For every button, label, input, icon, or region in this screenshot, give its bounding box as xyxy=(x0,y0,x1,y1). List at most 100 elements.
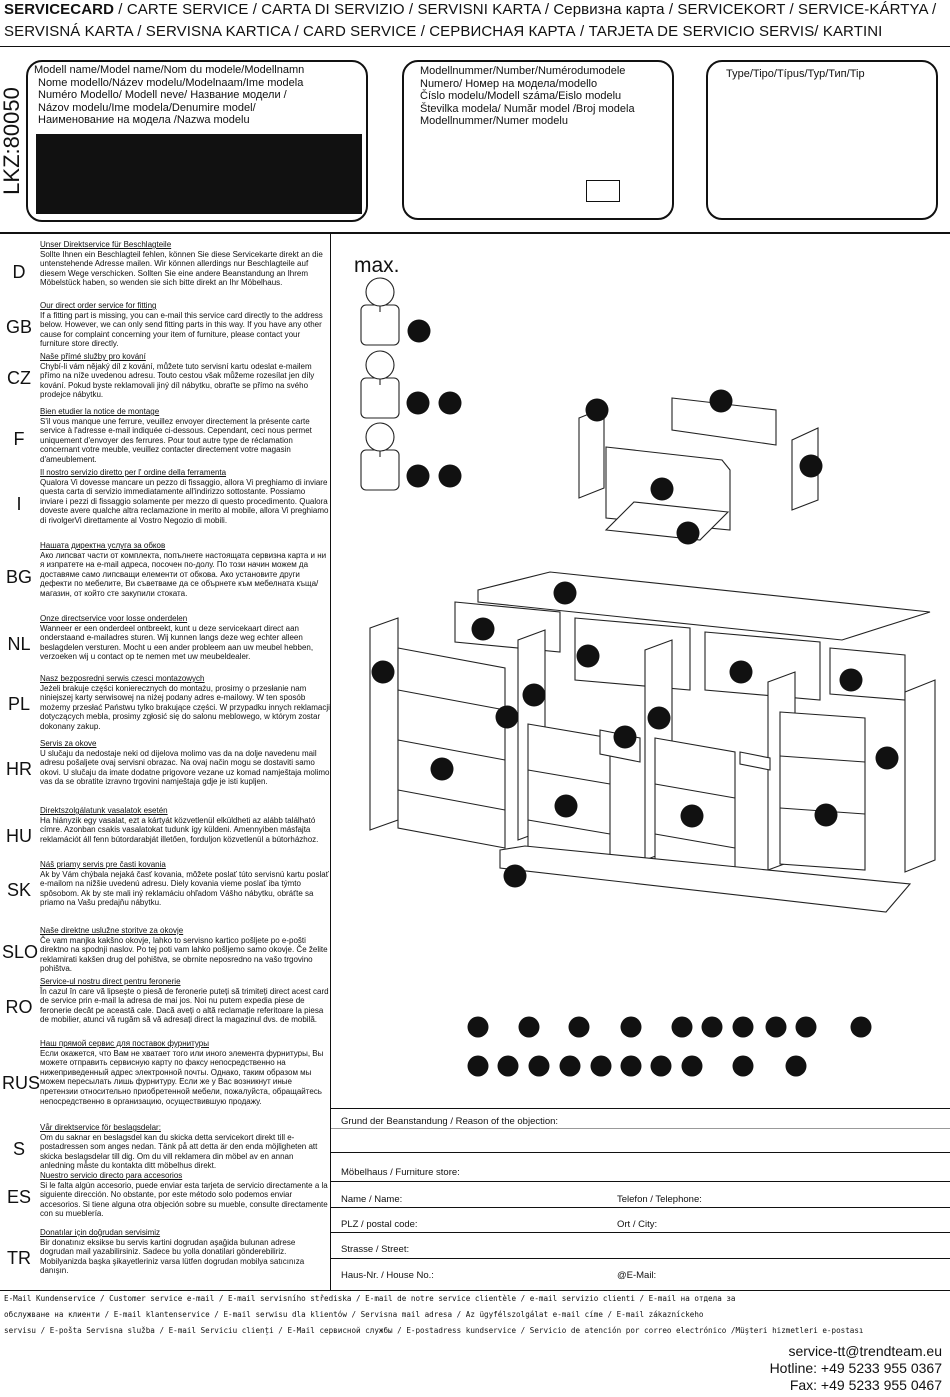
part-number-marker xyxy=(814,803,838,827)
model-name-box[interactable]: Modell name/Model name/Nom du modele/Mod… xyxy=(26,60,368,222)
email-label: @E-Mail: xyxy=(617,1270,657,1281)
type-label: Type/Tipo/Típus/Typ/Тип/Tip xyxy=(726,68,865,80)
service-text-block: Onze directservice voor losse onderdelen… xyxy=(40,614,330,662)
service-title: Náš priamy servis pre časti kovania xyxy=(40,860,166,869)
model-name-label-line: Numéro Modello/ Modell neve/ Название мо… xyxy=(38,89,287,101)
header-line-1: SERVICECARD / CARTE SERVICE / CARTA DI S… xyxy=(4,1,936,18)
hardware-count-marker xyxy=(795,1016,817,1038)
hardware-count-marker xyxy=(568,1016,590,1038)
service-title: Service-ul nostru direct pentru feroneri… xyxy=(40,977,181,986)
service-body: Chybí-li vám nějaký díl z kování, můžete… xyxy=(40,361,315,400)
service-title: Naše direktne uslužne storitve za okovje xyxy=(40,926,184,935)
part-number-marker xyxy=(647,706,671,730)
contact-fax: Fax: +49 5233 955 0467 xyxy=(789,1377,942,1393)
part-number-marker xyxy=(613,725,637,749)
hardware-count-marker xyxy=(732,1016,754,1038)
model-name-label-line: Nome modello/Název modelu/Modelnaam/Ime … xyxy=(38,76,304,89)
service-title: Onze directservice voor losse onderdelen xyxy=(40,614,188,623)
part-number-marker xyxy=(799,454,823,478)
service-text-block: Il nostro servizio diretto per l' ordine… xyxy=(40,468,330,526)
hardware-count-marker xyxy=(681,1055,703,1077)
hardware-count-marker xyxy=(671,1016,693,1038)
service-body: Si le falta algún accesorio, puede envia… xyxy=(40,1180,328,1219)
service-body: Qualora Vi dovesse mancare un pezzo di f… xyxy=(40,477,329,525)
form-bottom-rule xyxy=(0,1290,950,1291)
part-number-marker xyxy=(676,521,700,545)
hardware-part-3 xyxy=(360,422,400,491)
service-body: Wanneer er een onderdeel ontbreekt, kunt… xyxy=(40,623,314,662)
model-name-label-line: Наименование на модела /Nazwa modelu xyxy=(38,114,250,126)
service-code-f: F xyxy=(13,429,25,449)
part-number-marker xyxy=(585,398,609,422)
footer-line: servisu / E-pošta Servisna služba / E-ma… xyxy=(4,1326,864,1335)
part-number-marker xyxy=(471,617,495,641)
reason-label: Grund der Beanstandung / Reason of the o… xyxy=(341,1116,559,1127)
part-number-marker xyxy=(430,757,454,781)
model-number-label-line: Číslo modelu/Modell száma/Eislo modelu xyxy=(420,90,622,102)
hardware-count-marker xyxy=(701,1016,723,1038)
model-number-label-line: Številka modela/ Număr model /Broj model… xyxy=(420,102,635,115)
service-text-block: Наш прямой сервис для поставок фурнитуры… xyxy=(40,1039,330,1106)
hausnr-label: Haus-Nr. / House No.: xyxy=(341,1270,434,1281)
service-body: Jeżeli brakuje części konierecznych do m… xyxy=(40,683,330,731)
service-code-i: I xyxy=(16,494,22,514)
model-number-box[interactable]: Modellnummer/Number/Numérodumodele Numer… xyxy=(402,60,674,220)
form-rule xyxy=(331,1181,950,1182)
hardware-count-marker xyxy=(650,1055,672,1077)
service-body: Ако липсват части от комплекта, попълнет… xyxy=(40,550,327,598)
service-code-pl: PL xyxy=(7,694,31,714)
max-label: max. xyxy=(354,254,400,277)
model-number-labels: Modellnummer/Number/Numérodumodele Numer… xyxy=(420,65,670,128)
service-code-slo: SLO xyxy=(2,942,39,962)
hardware-count-marker xyxy=(467,1055,489,1077)
part-number-marker xyxy=(650,477,674,501)
hardware-count-marker xyxy=(497,1055,519,1077)
hardware-count-marker xyxy=(732,1055,754,1077)
part-number-marker xyxy=(438,464,462,488)
model-name-label-line: Názov modelu/Ime modela/Denumire model/ xyxy=(38,101,256,114)
service-code-hr: HR xyxy=(6,759,32,779)
assembly-diagram xyxy=(360,277,936,1077)
form-rule xyxy=(331,1258,950,1259)
service-code-ro: RO xyxy=(5,997,33,1017)
objection-form: Grund der Beanstandung / Reason of the o… xyxy=(331,1108,950,1290)
hardware-count-marker xyxy=(620,1016,642,1038)
part-number-marker xyxy=(503,864,527,888)
form-rule xyxy=(331,1152,950,1153)
part-number-marker xyxy=(875,746,899,770)
part-number-marker xyxy=(406,391,430,415)
header-title-bold: SERVICECARD xyxy=(4,1,115,18)
service-body: Если окажется, что Вам не хватает того и… xyxy=(40,1048,324,1106)
service-code-s: S xyxy=(12,1139,25,1159)
part-number-marker xyxy=(709,389,733,413)
plz-label: PLZ / postal code: xyxy=(341,1219,418,1230)
hardware-part-1 xyxy=(360,277,400,346)
hardware-count-marker xyxy=(785,1055,807,1077)
service-body: Om du saknar en beslagsdel kan du skicka… xyxy=(40,1132,318,1171)
contact-email[interactable]: service-tt@trendteam.eu xyxy=(788,1343,943,1359)
service-text-block: Vår direktservice för beslagsdelar:Om du… xyxy=(40,1123,330,1171)
hardware-count-marker xyxy=(620,1055,642,1077)
header-divider xyxy=(0,46,950,47)
type-box[interactable]: Type/Tipo/Típus/Typ/Тип/Tip xyxy=(706,60,938,220)
service-code-es: ES xyxy=(6,1187,31,1207)
part-number-marker xyxy=(406,464,430,488)
service-title: Bien etudier la notice de montage xyxy=(40,407,160,416)
part-number-marker xyxy=(438,391,462,415)
part-number-marker xyxy=(522,683,546,707)
footer-line: E-Mail Kundenservice / Customer service … xyxy=(4,1294,736,1303)
service-code-hu: HU xyxy=(6,826,32,846)
upper-cabinet-parts xyxy=(578,397,819,541)
service-title: Il nostro servizio diretto per l' ordine… xyxy=(40,468,227,477)
contact-block: service-tt@trendteam.eu Hotline: +49 523… xyxy=(770,1343,942,1394)
name-label: Name / Name: xyxy=(341,1194,403,1205)
service-code-tr: TR xyxy=(7,1248,31,1268)
hardware-markers xyxy=(467,1016,872,1077)
model-number-label-line: Numero/ Номер на модела/modello xyxy=(420,77,598,90)
part-number-marker xyxy=(407,319,431,343)
model-number-field[interactable] xyxy=(586,180,620,202)
part-number-marker xyxy=(495,705,519,729)
